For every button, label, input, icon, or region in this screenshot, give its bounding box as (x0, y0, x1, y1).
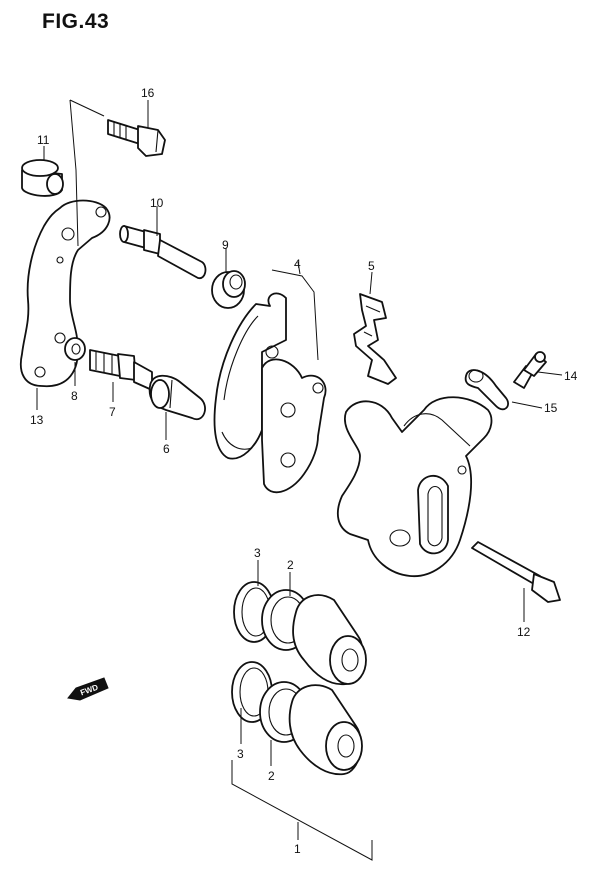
part-5-spring (353, 293, 397, 385)
callout-2-lower: 2 (268, 769, 275, 783)
piston-lower (288, 684, 363, 776)
part-16-bolt (107, 119, 166, 157)
callout-3-lower: 3 (237, 747, 244, 761)
callout-3-upper: 3 (254, 546, 261, 560)
callout-2-upper: 2 (287, 558, 294, 572)
part-4-brake-pads (213, 269, 327, 494)
callout-4: 4 (294, 257, 301, 271)
figure-title: FIG.43 (42, 10, 110, 33)
part-14-bleeder (513, 351, 547, 389)
fwd-direction-badge: FWD (67, 677, 109, 701)
callout-11: 11 (37, 133, 50, 147)
piston-upper (292, 594, 367, 686)
callout-6: 6 (163, 442, 170, 456)
part-9-boot (211, 270, 246, 309)
callout-10: 10 (150, 196, 164, 210)
callout-5: 5 (368, 259, 375, 273)
part-11-collar (21, 159, 64, 197)
callout-16: 16 (141, 86, 155, 100)
callout-1: 1 (294, 842, 301, 856)
callout-8: 8 (71, 389, 78, 403)
part-10-pin (119, 225, 207, 279)
callout-15: 15 (544, 401, 558, 415)
part-6-pin (148, 374, 206, 421)
callout-9: 9 (222, 238, 229, 252)
callout-7: 7 (109, 405, 116, 419)
part-15-cap (464, 369, 509, 411)
callout-12: 12 (517, 625, 531, 639)
part-7-bolt (89, 349, 153, 391)
part-8-washer (64, 337, 86, 361)
callout-13: 13 (30, 413, 44, 427)
leader-lines (36, 99, 563, 861)
part-13-bracket (20, 199, 111, 388)
part-12-pin (471, 541, 561, 603)
caliper-body (336, 396, 493, 577)
callout-labels: 1 2 2 3 3 4 5 6 7 8 9 10 11 12 13 14 15 … (30, 86, 578, 856)
callout-14: 14 (564, 369, 578, 383)
